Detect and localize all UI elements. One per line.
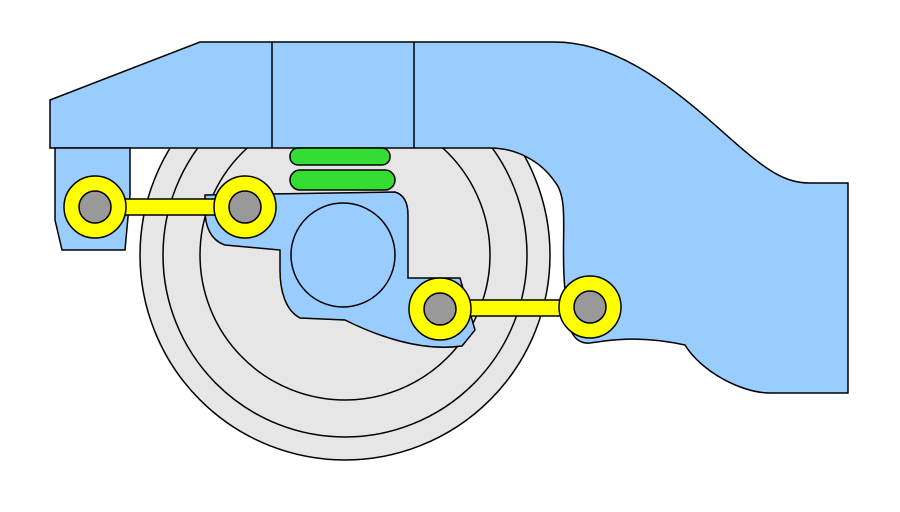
right-link-pin-2 [573, 290, 607, 324]
right-link [408, 275, 622, 341]
left-link-pin-2 [228, 190, 262, 224]
spring-coil-top [289, 147, 391, 166]
spring-coil-bottom [289, 169, 396, 191]
axle-box [290, 202, 396, 308]
left-link-pin-1 [78, 190, 112, 224]
bogie-frame [49, 41, 849, 394]
spring [289, 147, 396, 191]
left-link [63, 175, 277, 239]
right-link-pin-1 [423, 292, 457, 326]
